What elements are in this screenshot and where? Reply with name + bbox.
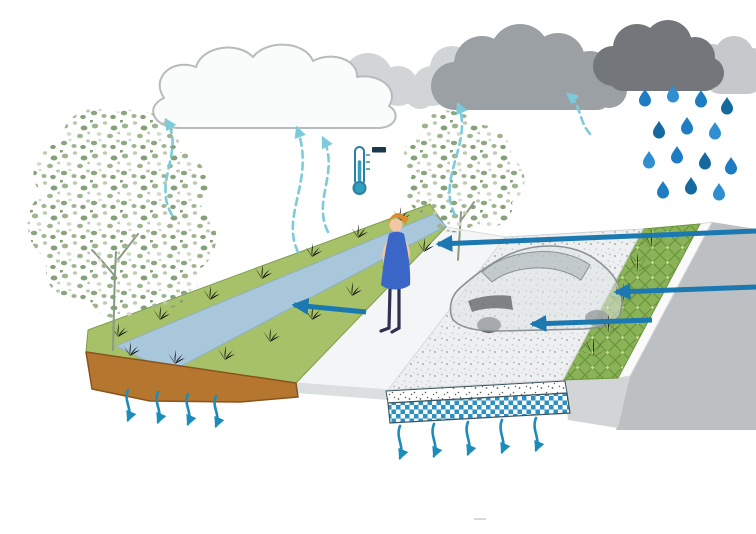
pedestrian-dress <box>381 231 411 290</box>
pedestrian-head <box>389 218 403 232</box>
runoff-arrow-icon <box>291 297 367 315</box>
rain-drop-icon <box>657 181 669 199</box>
rain-drop-icon <box>699 152 711 170</box>
rain-drop-icon <box>725 157 737 175</box>
pedestrian-legs <box>387 287 392 330</box>
tree-icon <box>27 108 217 319</box>
pedestrian-hair <box>387 213 407 228</box>
minus-icon <box>372 147 386 153</box>
infiltration-arrow-icon <box>155 390 167 425</box>
infiltration-arrow-icon <box>499 418 511 455</box>
infiltration-arrow-icon <box>465 420 477 457</box>
runoff-arrow-icon <box>613 282 756 300</box>
soil-cross-section <box>85 351 299 403</box>
rain-drop-icon <box>695 90 707 108</box>
evaporation-arrow-icon <box>566 92 592 136</box>
car-body <box>449 245 623 332</box>
pedestrian-icon <box>379 213 411 334</box>
thermometer-icon <box>352 146 386 195</box>
pedestrian-hair-bun <box>401 215 409 223</box>
runoff-arrows <box>291 228 756 333</box>
drainage-layer <box>387 392 571 424</box>
infiltration-arrow-icon <box>185 392 197 427</box>
white-cloud-icon <box>152 43 397 129</box>
infiltration-arrow-icon <box>125 388 137 423</box>
infiltration-arrow-icon <box>533 416 545 453</box>
evaporation-arrow-icon <box>321 135 333 234</box>
drainage-infiltration-arrows <box>397 416 545 461</box>
rain-drop-icon <box>721 97 733 115</box>
evaporation-arrow-icon <box>164 118 177 217</box>
evaporation-arrow-icon <box>291 125 306 254</box>
rain-drop-icon <box>643 151 655 169</box>
infiltration-arrow-icon <box>431 422 443 459</box>
rainfall <box>639 85 737 201</box>
infiltration-arrow-icon <box>213 394 225 429</box>
rain-drop-icon <box>713 183 725 201</box>
pedestrian-feet <box>390 326 401 334</box>
rain-drop-icon <box>639 89 651 107</box>
evaporation-arrow-icon <box>448 101 468 217</box>
car-icon <box>449 245 623 333</box>
evaporation-arrows <box>164 92 592 254</box>
tree-right <box>403 110 525 261</box>
soil-infiltration-arrows <box>125 388 225 429</box>
storm-cloud-icon <box>593 20 724 91</box>
rain-drop-icon <box>671 146 683 164</box>
runoff-arrow-icon <box>529 315 653 333</box>
rain-drop-icon <box>685 177 697 195</box>
car-grille <box>468 295 513 312</box>
sidewalk-face <box>296 383 388 400</box>
road <box>616 222 756 430</box>
tree-icon <box>403 110 525 233</box>
road-face <box>563 376 630 428</box>
rain-drop-icon <box>709 122 721 140</box>
rain-drop-icon <box>653 121 665 139</box>
rain-drop-icon <box>681 117 693 135</box>
runoff-arrow-icon <box>435 228 756 252</box>
car-window <box>481 251 591 283</box>
infiltration-arrow-icon <box>397 424 409 461</box>
pedestrian-feet <box>379 326 391 333</box>
